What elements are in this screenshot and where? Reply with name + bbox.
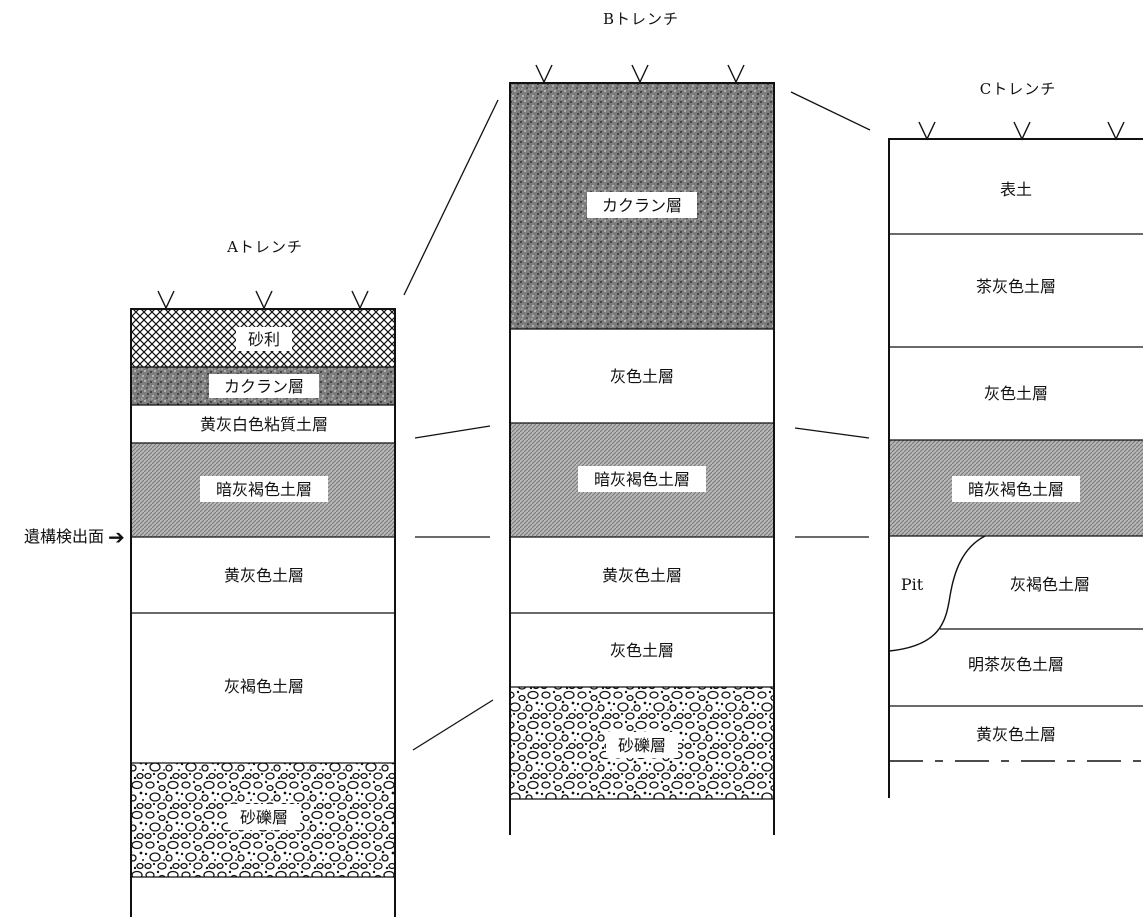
label-c-5: 灰褐色土層 — [1010, 575, 1090, 594]
labels-c: 表土 茶灰色土層 灰色土層 暗灰褐色土層 Pit 灰褐色土層 明茶灰色土層 黄灰… — [901, 180, 1090, 744]
label-c-1: 表土 — [1000, 180, 1032, 199]
trench-b: Bトレンチ カクラン層 灰色土層 — [509, 10, 775, 835]
labels-a: 砂利 カクラン層 黄灰白色粘質土層 暗灰褐色土層 黄灰色土層 灰褐色土層 砂礫層 — [200, 327, 328, 830]
label-a-3: 黄灰白色粘質土層 — [200, 415, 328, 434]
arrow-right-icon: ➔ — [108, 525, 125, 549]
corr-b-c-dark — [794, 427, 870, 439]
label-c-7: 黄灰色土層 — [976, 725, 1056, 744]
detection-surface-label: 遺構検出面 — [24, 527, 104, 546]
label-b-2: 灰色土層 — [610, 367, 674, 386]
layer-a-gray-brown — [131, 613, 395, 763]
pit-outline — [888, 535, 986, 652]
label-b-4: 黄灰色土層 — [602, 566, 682, 585]
label-a-7: 砂礫層 — [240, 808, 288, 827]
label-c-pit: Pit — [901, 575, 924, 594]
label-c-3: 灰色土層 — [984, 384, 1048, 403]
trench-a-title: Aトレンチ — [226, 238, 303, 256]
outline-a — [130, 308, 396, 917]
outline-c — [888, 138, 1143, 798]
trench-a: Aトレンチ 砂利 — [130, 238, 396, 917]
label-a-6: 灰褐色土層 — [224, 677, 304, 696]
label-b-5: 灰色土層 — [610, 641, 674, 660]
corr-a-b-top — [403, 99, 499, 296]
label-a-2: カクラン層 — [224, 377, 304, 396]
label-c-2: 茶灰色土層 — [976, 277, 1056, 296]
detection-surface-marker: 遺構検出面 ➔ — [24, 525, 125, 549]
layer-b-gray — [510, 329, 774, 423]
surface-ticks-c — [918, 121, 1125, 141]
label-a-1: 砂利 — [248, 330, 280, 349]
layers-a — [131, 309, 395, 877]
trench-c: Cトレンチ 表土 茶灰色土層 灰色土層 暗灰褐色土層 Pit — [888, 80, 1143, 798]
labels-b: カクラン層 灰色土層 暗灰褐色土層 黄灰色土層 灰色土層 砂礫層 — [578, 192, 706, 758]
label-c-4: 暗灰褐色土層 — [968, 480, 1064, 499]
corr-a-b-gravel — [412, 699, 494, 751]
layer-b-gray-2 — [510, 613, 774, 687]
outline-b — [509, 82, 775, 835]
label-b-1: カクラン層 — [602, 196, 682, 215]
layer-b-yellow-gray — [510, 537, 774, 613]
correlation-lines — [403, 91, 871, 751]
label-a-4: 暗灰褐色土層 — [216, 480, 312, 499]
trench-b-title: Bトレンチ — [603, 10, 679, 28]
surface-ticks-b — [535, 64, 745, 84]
label-a-5: 黄灰色土層 — [224, 566, 304, 585]
trench-c-title: Cトレンチ — [980, 80, 1056, 98]
corr-a-b-yellow-white — [414, 425, 491, 439]
layer-a-yellow-gray — [131, 537, 395, 613]
layer-a-yellow-gray-white — [131, 405, 395, 443]
corr-b-c-top — [790, 91, 871, 131]
layers-b — [510, 83, 774, 799]
label-c-6: 明茶灰色土層 — [968, 655, 1064, 674]
label-b-6: 砂礫層 — [618, 736, 666, 755]
label-b-3: 暗灰褐色土層 — [594, 470, 690, 489]
surface-ticks-a — [157, 290, 369, 310]
